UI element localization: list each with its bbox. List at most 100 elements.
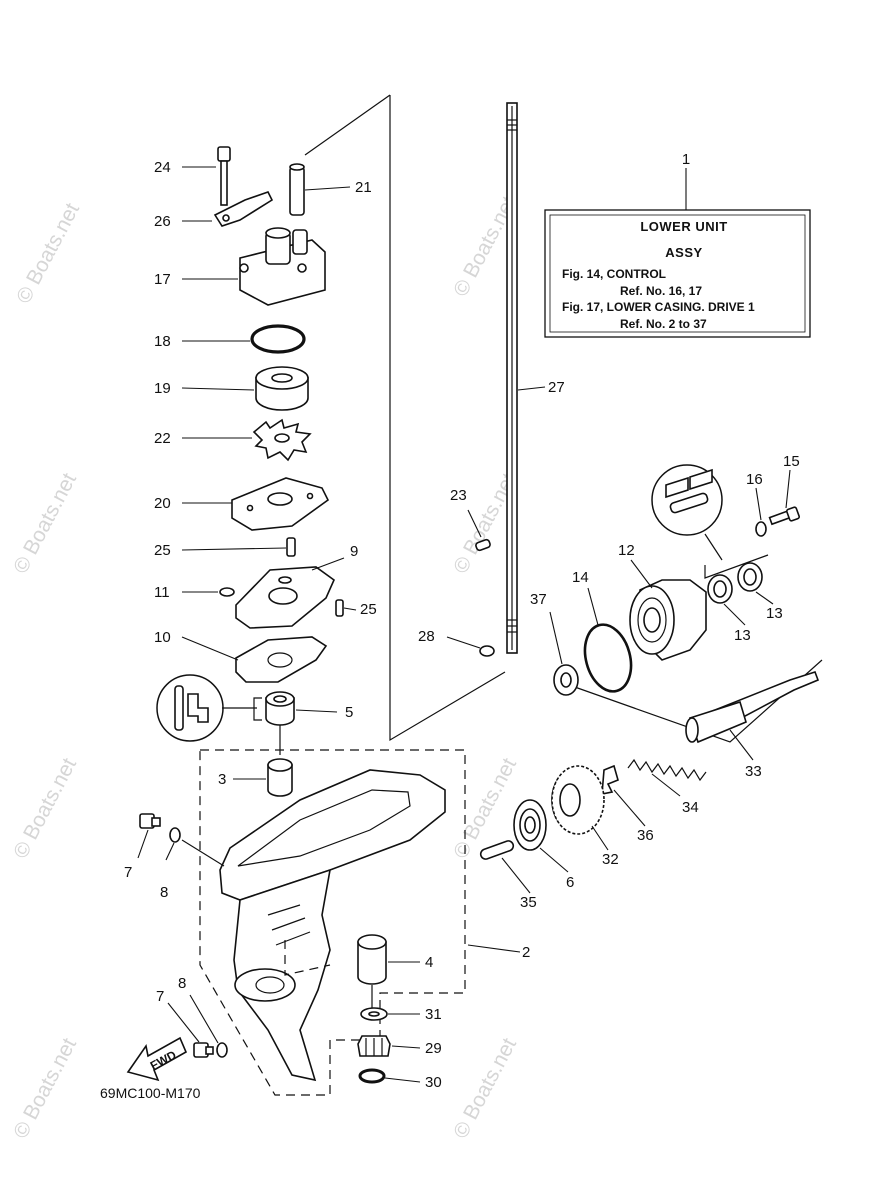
- seal-ring-part: [553, 664, 579, 696]
- detail-magnifier: [651, 464, 723, 561]
- callout-14: 14: [572, 569, 589, 586]
- tube-part: [289, 163, 305, 216]
- callout-3: 3: [218, 771, 226, 788]
- title-box-title: LOWER UNIT: [640, 219, 727, 234]
- callout-28: 28: [418, 628, 435, 645]
- gear-part: [551, 765, 605, 835]
- forward-arrow-icon: FWD: [126, 1036, 188, 1082]
- callout-37: 37: [530, 591, 547, 608]
- gasket-washer-part: [169, 827, 181, 843]
- callout-2: 2: [522, 944, 530, 961]
- callout-20: 20: [154, 495, 171, 512]
- callout-6: 6: [566, 874, 574, 891]
- watermark-side: © Boats.net: [12, 199, 84, 307]
- watermark: © Boats.net: [9, 469, 81, 577]
- callout-18: 18: [154, 333, 171, 350]
- watermark: © Boats.net: [449, 1034, 521, 1142]
- callout-10: 10: [154, 629, 171, 646]
- callouts: 1 24 21 26 17 18 19 22 20 25 9 11 25 10 …: [124, 151, 800, 1091]
- oil-seal-part: [253, 691, 295, 726]
- title-box-line: Ref. No. 16, 17: [620, 284, 702, 298]
- small-seal-part: [219, 587, 235, 597]
- ball-bearing-part: [513, 799, 547, 851]
- lower-casing-group-outline: [199, 749, 466, 1096]
- callout-27: 27: [548, 379, 565, 396]
- callout-4: 4: [425, 954, 433, 971]
- spring-part: [627, 758, 707, 782]
- callout-12: 12: [618, 542, 635, 559]
- title-box-subtitle: ASSY: [665, 245, 702, 260]
- impeller-part: [252, 418, 312, 462]
- propeller-shaft-part: [685, 671, 820, 744]
- title-box-line: Fig. 14, CONTROL: [562, 267, 666, 281]
- callout-9: 9: [350, 543, 358, 560]
- callout-15: 15: [783, 453, 800, 470]
- dowel-pin-part: [479, 840, 515, 860]
- bracket-line: [704, 554, 769, 579]
- callout-13: 13: [766, 605, 783, 622]
- pin-part: [335, 599, 344, 617]
- gasket-part: [235, 636, 328, 683]
- title-box-line: Ref. No. 2 to 37: [620, 317, 707, 331]
- assembly-outline: [304, 94, 823, 743]
- callout-25: 25: [360, 601, 377, 618]
- callout-8: 8: [160, 884, 168, 901]
- drawing-number: 69MC100-M170: [100, 1085, 201, 1101]
- grommet-part: [475, 538, 491, 552]
- title-box: LOWER UNIT ASSY Fig. 14, CONTROL Ref. No…: [544, 209, 811, 338]
- callout-26: 26: [154, 213, 171, 230]
- callout-7: 7: [124, 864, 132, 881]
- circlip-part: [358, 1068, 386, 1084]
- callout-13: 13: [734, 627, 751, 644]
- callout-17: 17: [154, 271, 171, 288]
- o-ring-part: [250, 324, 306, 354]
- plate-hole: [222, 214, 230, 222]
- callout-11: 11: [154, 584, 170, 601]
- gasket-washer-part: [216, 1042, 228, 1058]
- watermark: © Boats.net: [9, 754, 81, 862]
- pinion-part: [357, 1035, 391, 1057]
- callout-31: 31: [425, 1006, 442, 1023]
- slider-part: [601, 764, 619, 795]
- watermark: © Boats.net: [9, 1034, 81, 1142]
- thrust-washer-hole: [368, 1011, 380, 1017]
- callout-22: 22: [154, 430, 171, 447]
- callout-5: 5: [345, 704, 353, 721]
- leader-lines: [137, 166, 791, 1083]
- title-box-line: Fig. 17, LOWER CASING. DRIVE 1: [562, 300, 755, 314]
- plug-screw-part: [139, 813, 161, 829]
- callout-16: 16: [746, 471, 763, 488]
- cartridge-part: [255, 366, 309, 411]
- bolt-part: [217, 146, 231, 206]
- drive-shaft: [506, 102, 518, 654]
- lower-casing-part: [219, 769, 446, 1082]
- callout-36: 36: [637, 827, 654, 844]
- washer-part: [755, 521, 767, 537]
- plug-screw-part: [193, 1042, 214, 1058]
- pump-housing-part: [239, 227, 326, 306]
- detail-magnifier: [156, 674, 257, 742]
- callout-29: 29: [425, 1040, 442, 1057]
- callout-1: 1: [682, 151, 690, 168]
- callout-30: 30: [425, 1074, 442, 1091]
- needle-bearing-part: [707, 562, 763, 604]
- pump-base-plate-part: [235, 566, 335, 629]
- callout-7: 7: [156, 988, 164, 1005]
- callout-34: 34: [682, 799, 699, 816]
- outer-plate-part: [231, 477, 330, 531]
- bolt-part: [768, 506, 800, 526]
- bushing-part: [267, 758, 293, 797]
- callout-19: 19: [154, 380, 171, 397]
- pin-part: [286, 537, 296, 557]
- bushing-part: [357, 934, 387, 985]
- o-ring-part: [583, 623, 633, 693]
- callout-21: 21: [355, 179, 372, 196]
- callout-35: 35: [520, 894, 537, 911]
- callout-24: 24: [154, 159, 171, 176]
- callout-25: 25: [154, 542, 171, 559]
- clip-part: [479, 645, 495, 657]
- callout-32: 32: [602, 851, 619, 868]
- callout-8: 8: [178, 975, 186, 992]
- callout-33: 33: [745, 763, 762, 780]
